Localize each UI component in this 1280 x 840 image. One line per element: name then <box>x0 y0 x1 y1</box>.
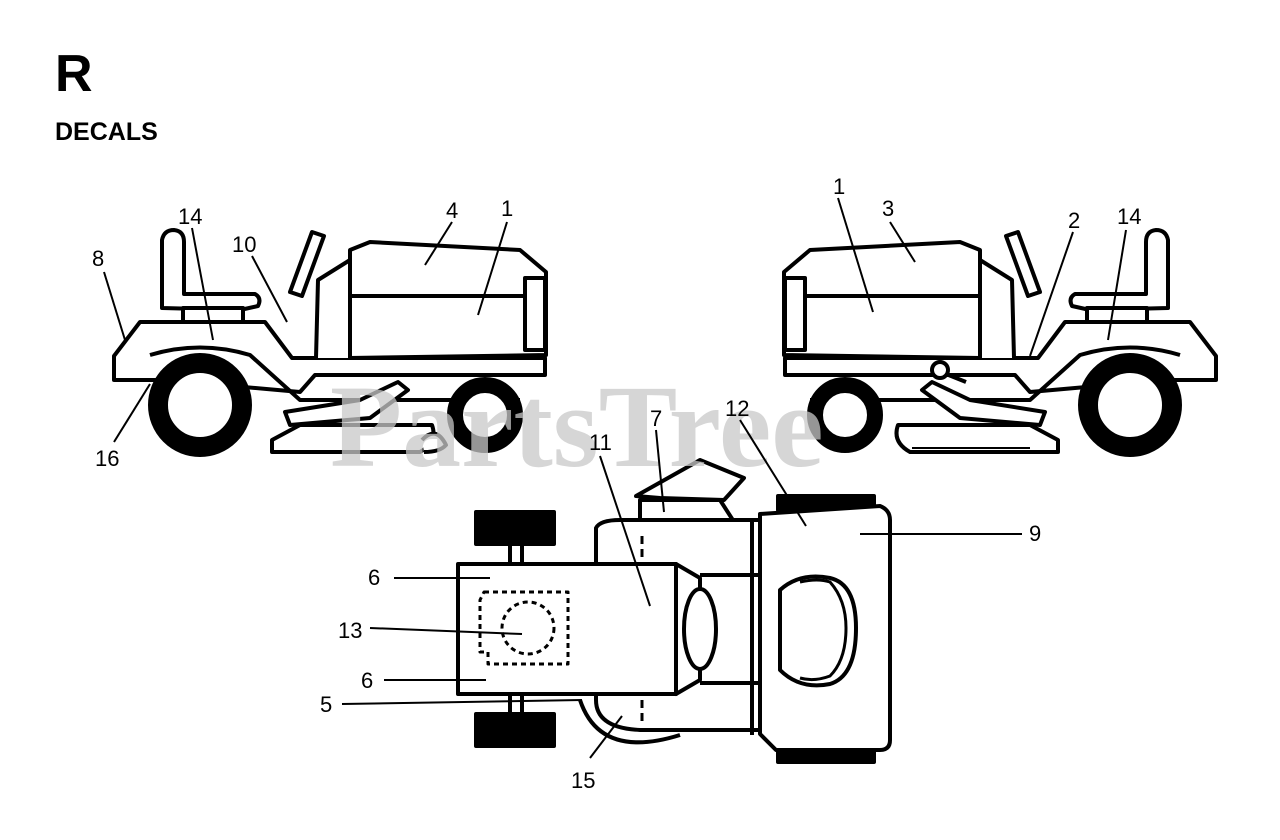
callout-labels: 8 14 10 4 1 16 1 3 2 14 7 11 12 9 6 13 6… <box>92 174 1141 793</box>
callout-1: 1 <box>501 196 513 221</box>
callout-16: 16 <box>95 446 119 471</box>
left-side-view <box>112 228 548 457</box>
callout-7: 7 <box>650 406 662 431</box>
callout-8: 8 <box>92 246 104 271</box>
callout-10: 10 <box>232 232 256 257</box>
watermark: PartsTree <box>330 361 824 492</box>
callout-14: 14 <box>178 204 202 229</box>
leader-lines <box>103 197 1127 759</box>
callout-2: 2 <box>1068 208 1080 233</box>
callout-6: 6 <box>368 565 380 590</box>
callout-4: 4 <box>446 198 458 223</box>
callout-1: 1 <box>833 174 845 199</box>
section-letter: R <box>55 45 93 103</box>
callout-5: 5 <box>320 692 332 717</box>
callout-3: 3 <box>882 196 894 221</box>
right-side-view <box>782 228 1218 457</box>
top-view <box>456 458 892 764</box>
callout-13: 13 <box>338 618 362 643</box>
callout-9: 9 <box>1029 521 1041 546</box>
callout-6: 6 <box>361 668 373 693</box>
callout-12: 12 <box>725 396 749 421</box>
section-title: DECALS <box>55 118 158 146</box>
callout-14: 14 <box>1117 204 1141 229</box>
callout-15: 15 <box>571 768 595 793</box>
callout-11: 11 <box>589 430 612 455</box>
